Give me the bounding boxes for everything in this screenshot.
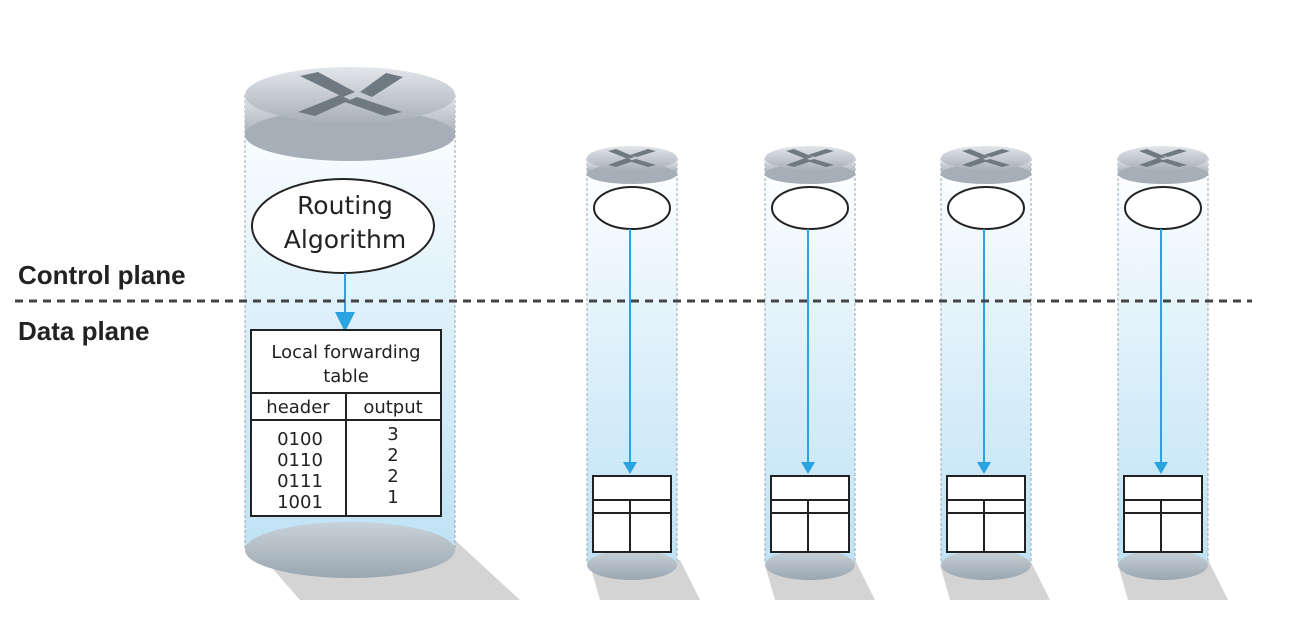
table-output-cell: 1 [387, 487, 398, 508]
routing-algorithm-line2: Algorithm [284, 225, 406, 254]
table-output-cell: 2 [387, 466, 398, 487]
main-router: Routing Algorithm Local forwarding table… [244, 67, 456, 578]
router-x-icon [1139, 149, 1187, 167]
table-col-header: header [266, 397, 330, 418]
control-plane-label: Control plane [18, 260, 186, 290]
forwarding-table [592, 475, 672, 553]
router-x-icon [298, 72, 403, 116]
router-x-icon [786, 149, 834, 167]
table-header-cell: 1001 [277, 492, 323, 513]
router-base [765, 550, 855, 580]
main-router-cap [245, 109, 455, 161]
router-cap [1118, 164, 1208, 184]
table-title-line1: Local forwarding [271, 342, 420, 363]
router-base [941, 550, 1031, 580]
router-base [1118, 550, 1208, 580]
router-base [587, 550, 677, 580]
table-header-cell: 0111 [277, 471, 323, 492]
forwarding-table [770, 475, 850, 553]
router-2 [586, 146, 678, 580]
routing-algorithm-node [593, 186, 671, 230]
main-router-base [245, 522, 455, 578]
table-header-cell: 0100 [277, 429, 323, 450]
table-output-cell: 3 [387, 424, 398, 445]
router-4 [940, 146, 1032, 580]
routing-algorithm-node [771, 186, 849, 230]
table-title-line2: table [323, 366, 369, 387]
forwarding-table [946, 475, 1026, 553]
router-cap [765, 164, 855, 184]
router-5 [1117, 146, 1209, 580]
routing-algorithm-node [1124, 186, 1202, 230]
router-cap [587, 164, 677, 184]
router-x-icon [608, 149, 656, 167]
router-cap [941, 164, 1031, 184]
routing-algorithm-node [947, 186, 1025, 230]
routing-algorithm-line1: Routing [297, 191, 393, 220]
forwarding-table [1123, 475, 1203, 553]
router-3 [764, 146, 856, 580]
table-header-cell: 0110 [277, 450, 323, 471]
routing-algorithm-node [251, 178, 435, 274]
table-col-output: output [363, 397, 422, 418]
data-plane-label: Data plane [18, 316, 150, 346]
local-forwarding-table: Local forwarding table header output 010… [250, 329, 442, 517]
table-output-cell: 2 [387, 445, 398, 466]
router-x-icon [962, 149, 1010, 167]
